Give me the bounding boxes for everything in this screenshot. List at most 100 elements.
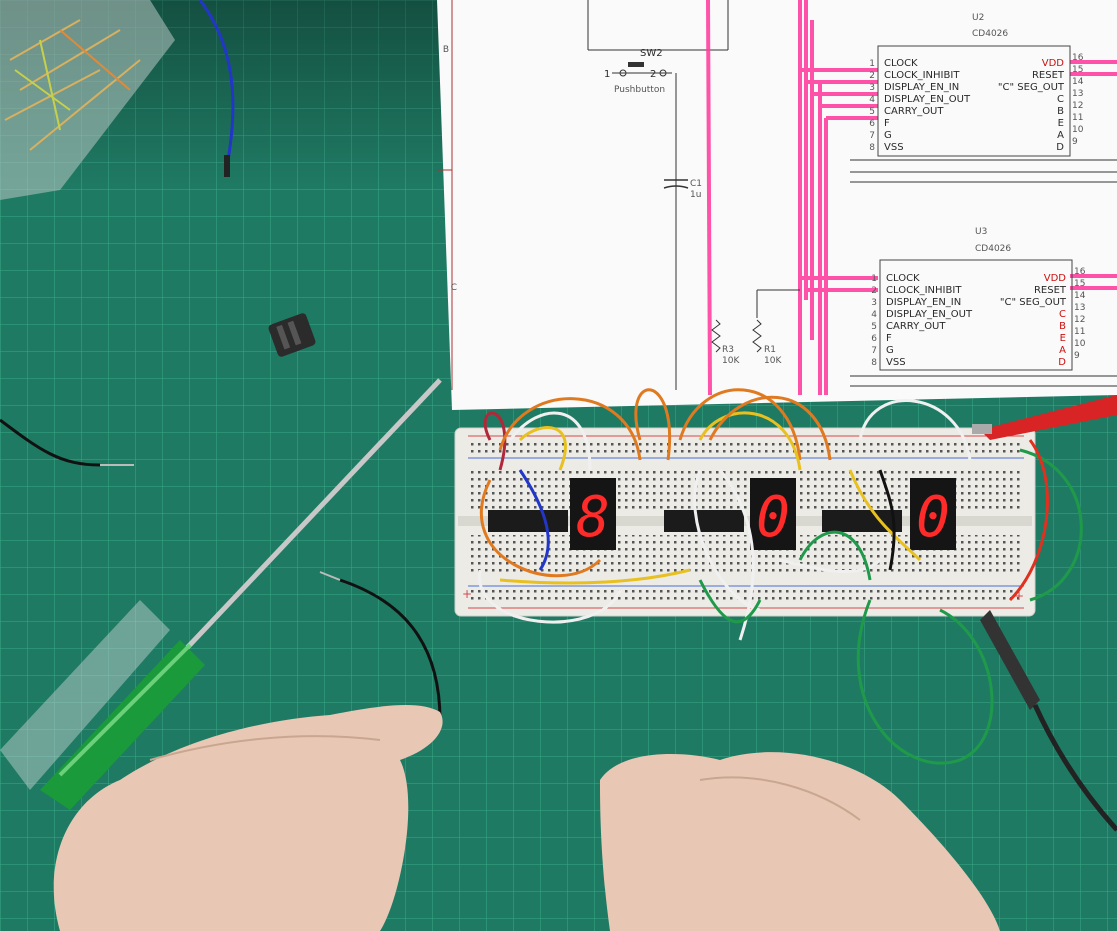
u3-pin-label: A: [1059, 345, 1066, 356]
black-wire-left: [0, 418, 101, 467]
row-label-c: C: [451, 283, 457, 293]
u2-pin-num: 4: [869, 95, 875, 105]
display-digit-3: 0: [916, 485, 950, 550]
chip-u3-symbol: U3 CD4026 CLOCK CLOCK_INHIBIT DISPLAY_EN…: [850, 227, 1117, 387]
schematic-paper: B C SW2 1 2 Pushbutton C1 1u: [437, 0, 1117, 410]
seven-segment-display-1: 8: [570, 478, 616, 550]
u2-pin-label: D: [1056, 142, 1064, 153]
ic-chip-1: [488, 510, 568, 532]
u2-pin-num: 7: [869, 131, 875, 141]
u3-pin-num: 14: [1074, 291, 1086, 301]
black-wire-center: [339, 578, 442, 721]
u2-pin-num: 5: [869, 107, 875, 117]
u2-pin-label: RESET: [1032, 70, 1065, 81]
u3-pin-label: "C" SEG_OUT: [1000, 297, 1067, 308]
u2-pin-num: 10: [1072, 125, 1084, 135]
u2-pin-label: CLOCK: [884, 58, 918, 69]
u3-pin-label: G: [886, 345, 894, 356]
rail-plus-left: +: [462, 587, 472, 601]
u2-pin-label: F: [884, 118, 890, 129]
u2-pin-num: 16: [1072, 53, 1084, 63]
r3-value: 10K: [722, 356, 740, 366]
u3-pin-num: 6: [871, 334, 877, 344]
display-digit-2: 0: [756, 485, 790, 550]
u2-pin-label: VSS: [884, 142, 904, 153]
u3-pin-num: 11: [1074, 327, 1085, 337]
highlighted-traces: [706, 0, 1117, 396]
u2-pin-label: DISPLAY_EN_OUT: [884, 94, 971, 105]
u2-pin-num: 9: [1072, 137, 1078, 147]
u3-pin-num: 3: [871, 298, 877, 308]
black-alligator-clip: [980, 610, 1117, 832]
u3-pin-label: D: [1058, 357, 1066, 368]
u3-pin-num: 16: [1074, 267, 1086, 277]
u2-pin-num: 14: [1072, 77, 1084, 87]
u2-pin-label: E: [1058, 118, 1064, 129]
ic-chip-3: [822, 510, 902, 532]
u2-part: CD4026: [972, 29, 1008, 39]
rail-plus-right: +: [1014, 589, 1024, 603]
u2-pin-label: G: [884, 130, 892, 141]
u3-ref: U3: [975, 227, 987, 237]
u3-pin-num: 7: [871, 346, 877, 356]
u3-pin-label: F: [886, 333, 892, 344]
switch-type: Pushbutton: [614, 85, 665, 95]
u3-pin-num: 1: [871, 274, 877, 284]
u3-pin-num: 13: [1074, 303, 1085, 313]
u3-pin-label: DISPLAY_EN_OUT: [886, 309, 973, 320]
u3-pin-label: DISPLAY_EN_IN: [886, 297, 961, 308]
switch-ref: SW2: [640, 48, 663, 59]
screwdriver: [0, 378, 442, 810]
u2-pin-num: 13: [1072, 89, 1083, 99]
r3-ref: R3: [722, 345, 734, 355]
u2-pin-num: 6: [869, 119, 875, 129]
u3-pin-num: 2: [871, 286, 877, 296]
u3-pin-num: 9: [1074, 351, 1080, 361]
u2-ref: U2: [972, 13, 984, 23]
u2-pin-label: CLOCK_INHIBIT: [884, 70, 960, 81]
r1-value: 10K: [764, 356, 782, 366]
u3-pin-label: CLOCK: [886, 273, 920, 284]
u3-pin-label: VDD: [1044, 273, 1067, 284]
u2-pin-num: 2: [869, 71, 875, 81]
resistors-symbols: R3 10K R1 10K: [711, 289, 800, 366]
chip-u2-symbol: U2 CD4026 CLOCK CLOCK_INHIBIT DISPLAY_EN…: [850, 13, 1117, 183]
red-alligator-clip: [972, 395, 1117, 440]
jumper-wires: [478, 388, 1083, 765]
r1-ref: R1: [764, 345, 776, 355]
u3-pin-label: C: [1059, 309, 1066, 320]
u3-pin-num: 4: [871, 310, 877, 320]
row-label-b: B: [443, 45, 449, 55]
switch-pin1: 1: [604, 69, 610, 80]
u2-pin-num: 8: [869, 143, 875, 153]
switch-pin2: 2: [650, 69, 656, 80]
ic-chip-2: [664, 510, 744, 532]
u3-pin-num: 5: [871, 322, 877, 332]
u2-pin-num: 3: [869, 83, 875, 93]
u2-pin-label: CARRY_OUT: [884, 106, 944, 117]
u3-part: CD4026: [975, 244, 1011, 254]
u2-pin-num: 1: [869, 59, 875, 69]
u2-pin-label: VDD: [1042, 58, 1065, 69]
seven-segment-display-2: 0: [750, 478, 796, 550]
u2-pin-label: "C" SEG_OUT: [998, 82, 1065, 93]
u3-pin-label: B: [1059, 321, 1066, 332]
display-digit-1: 8: [576, 485, 610, 550]
blue-jumper-wire: [198, 0, 235, 161]
u3-pin-label: CARRY_OUT: [886, 321, 946, 332]
header-connector: [268, 313, 316, 357]
u3-pin-label: E: [1060, 333, 1066, 344]
u3-pin-num: 8: [871, 358, 877, 368]
left-hand: [53, 704, 443, 931]
u2-pin-label: DISPLAY_EN_IN: [884, 82, 959, 93]
u2-pin-label: C: [1057, 94, 1064, 105]
u3-pin-label: RESET: [1034, 285, 1067, 296]
capacitor-ref: C1: [690, 179, 702, 189]
u3-pin-label: CLOCK_INHIBIT: [886, 285, 962, 296]
seven-segment-display-3: 0: [910, 478, 956, 550]
u2-pin-label: A: [1057, 130, 1064, 141]
u3-pin-label: VSS: [886, 357, 906, 368]
u3-pin-num: 10: [1074, 339, 1086, 349]
component-tray: [0, 0, 175, 200]
